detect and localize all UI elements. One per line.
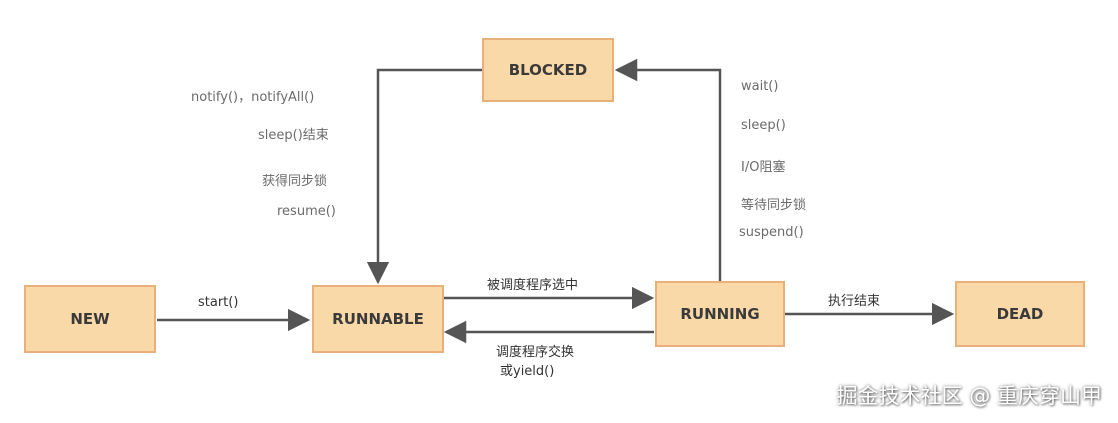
- watermark-text: 掘金技术社区 @ 重庆穿山甲: [836, 384, 1102, 408]
- state-running: RUNNING: [655, 281, 785, 347]
- label-io-blocked: I/O阻塞: [741, 160, 786, 175]
- arrow-running-to-blocked: [614, 58, 722, 281]
- state-runnable: RUNNABLE: [312, 285, 444, 353]
- label-resume: resume(): [277, 204, 336, 219]
- state-new: NEW: [24, 285, 156, 353]
- label-sleep: sleep(): [741, 118, 786, 133]
- label-or-yield: 或yield(): [500, 364, 555, 379]
- arrow-blocked-to-runnable: [366, 68, 482, 285]
- label-scheduled: 被调度程序选中: [487, 278, 579, 293]
- label-swapped: 调度程序交换: [496, 345, 575, 360]
- state-dead: DEAD: [955, 281, 1085, 347]
- label-acquire-lock: 获得同步锁: [262, 174, 328, 189]
- state-blocked: BLOCKED: [482, 38, 614, 102]
- label-finished: 执行结束: [828, 294, 881, 309]
- label-sleep-end: sleep()结束: [258, 128, 329, 143]
- label-start: start(): [198, 295, 239, 310]
- label-wait-lock: 等待同步锁: [741, 198, 807, 213]
- label-suspend: suspend(): [739, 225, 804, 240]
- label-notify: notify()，notifyAll(): [191, 90, 315, 105]
- label-wait: wait(): [741, 79, 779, 94]
